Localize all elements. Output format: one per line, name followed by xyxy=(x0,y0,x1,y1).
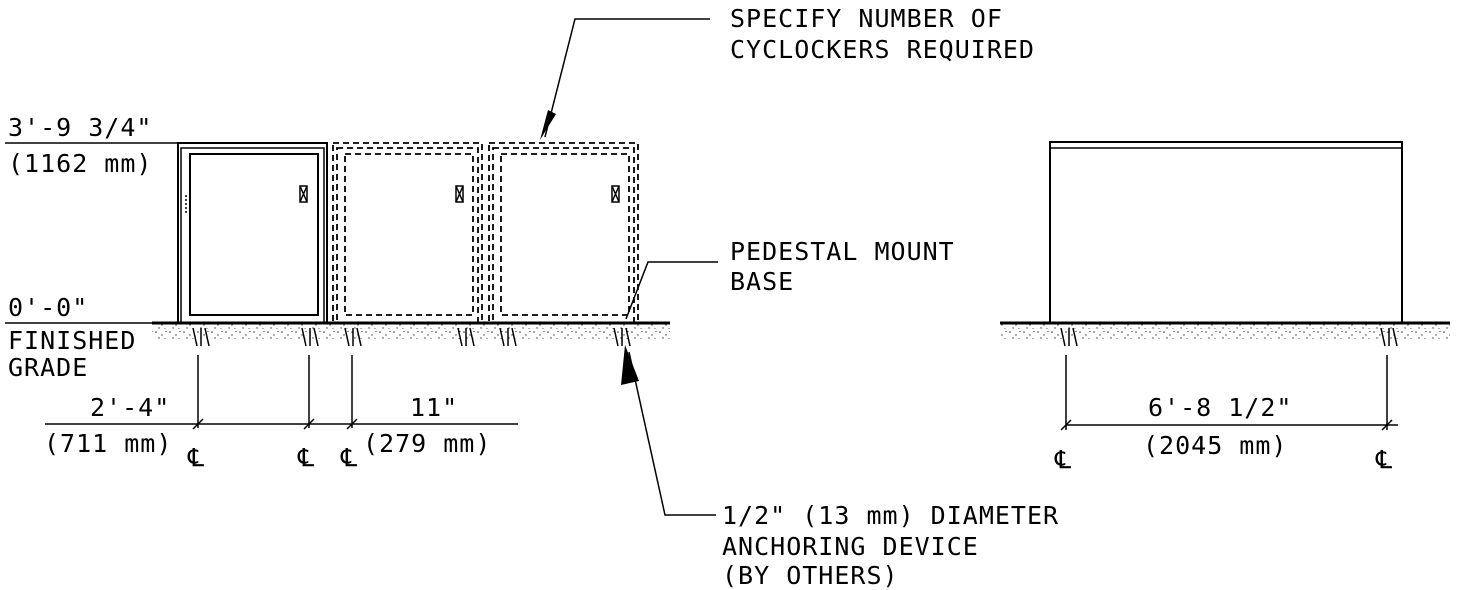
finished-grade-front xyxy=(152,321,670,339)
anchor-label-1: 1/2" (13 mm) DIAMETER xyxy=(722,501,1059,530)
centerline-icon: ℄ xyxy=(1054,445,1072,474)
anchor-bolt-icon xyxy=(457,327,475,347)
number-callout-leader xyxy=(544,18,710,138)
locker-unit-optional xyxy=(332,142,483,324)
anchor-bolt-icon xyxy=(344,327,362,347)
height-imperial-label: 3'-9 3/4" xyxy=(8,113,152,142)
anchor-label-2: ANCHORING DEVICE xyxy=(722,532,979,561)
depth-imperial-label: 6'-8 1/2" xyxy=(1148,393,1292,422)
zero-elevation-label: 0'-0" xyxy=(8,293,88,322)
anchor-bolt-icon xyxy=(499,327,517,347)
arrowhead-icon xyxy=(540,110,556,140)
handle-icon xyxy=(299,185,308,203)
gap-metric-label: (279 mm) xyxy=(363,429,491,458)
anchor-callout-leader xyxy=(628,351,716,516)
number-callout-line-2: CYCLOCKERS REQUIRED xyxy=(730,35,1035,64)
arrowhead-icon xyxy=(621,345,639,385)
pedestal-callout-leader xyxy=(625,261,718,320)
locker-unit-optional xyxy=(488,142,639,324)
finished-grade-label-2: GRADE xyxy=(8,353,88,382)
pedestal-label-1: PEDESTAL MOUNT xyxy=(730,237,955,266)
anchor-bolt-icon xyxy=(192,327,210,347)
number-callout-line-1: SPECIFY NUMBER OF xyxy=(730,4,1003,33)
centerline-icon: ℄ xyxy=(297,443,315,472)
centerline-icon: ℄ xyxy=(1375,445,1393,474)
locker-unit-solid xyxy=(177,142,328,324)
depth-metric-label: (2045 mm) xyxy=(1143,431,1287,460)
spacing-metric-label: (711 mm) xyxy=(44,429,172,458)
locker-side-profile xyxy=(1049,141,1403,324)
handle-icon xyxy=(611,185,620,203)
spacing-imperial-label: 2'-4" xyxy=(90,393,170,422)
anchor-label-3: (BY OTHERS) xyxy=(722,561,899,590)
anchor-bolt-icon xyxy=(613,327,631,347)
gap-imperial-label: 11" xyxy=(410,393,458,422)
handle-icon xyxy=(455,185,464,203)
pedestal-label-2: BASE xyxy=(730,267,794,296)
centerline-icon: ℄ xyxy=(187,443,205,472)
anchor-bolt-icon xyxy=(1380,327,1398,347)
anchor-bolt-icon xyxy=(1060,327,1078,347)
centerline-icon: ℄ xyxy=(340,443,358,472)
height-metric-label: (1162 mm) xyxy=(8,149,152,178)
side-elevation xyxy=(1000,141,1450,431)
front-elevation xyxy=(5,18,718,516)
anchor-bolt-icon xyxy=(301,327,319,347)
finished-grade-label-1: FINISHED xyxy=(8,326,136,355)
